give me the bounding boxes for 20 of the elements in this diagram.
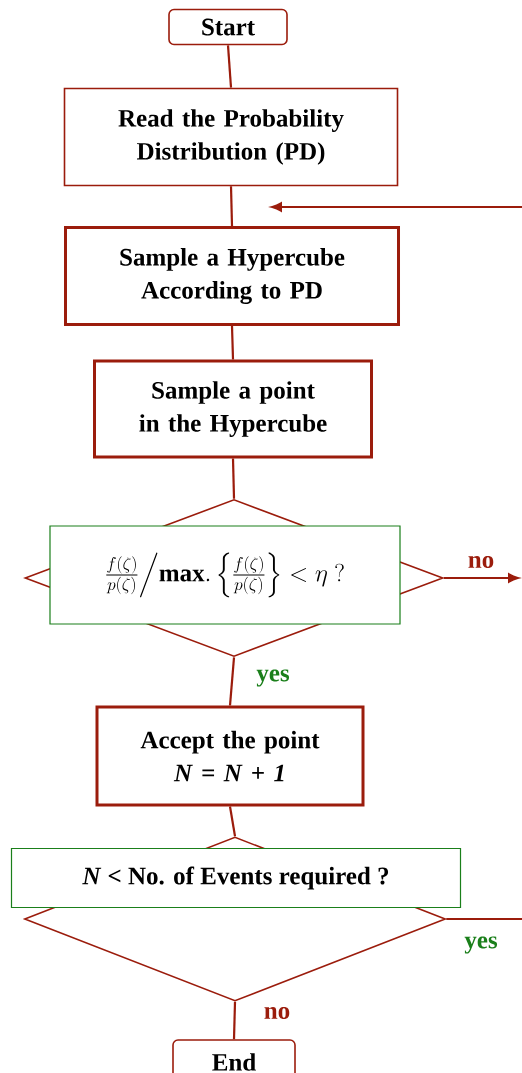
process-box: Sample a point in the Hypercube bbox=[93, 359, 373, 459]
connector bbox=[230, 325, 235, 360]
terminal-box: End bbox=[172, 1039, 296, 1073]
edge-label: yes bbox=[255, 668, 291, 688]
edge-label: yes bbox=[463, 935, 499, 955]
connector bbox=[228, 806, 237, 837]
process-box: Accept the point N = N + 1 bbox=[95, 705, 365, 807]
connector bbox=[446, 917, 522, 921]
edge-label: no bbox=[466, 555, 496, 569]
edge-label: no bbox=[262, 1006, 292, 1021]
connector bbox=[443, 573, 519, 583]
connector bbox=[231, 458, 236, 499]
connector bbox=[271, 202, 522, 212]
connector bbox=[226, 45, 233, 88]
connector bbox=[229, 186, 234, 227]
process-box: Sample a Hypercube According to PD bbox=[64, 226, 400, 326]
connector bbox=[228, 657, 236, 706]
process-box: Read the Probability Distribution (PD) bbox=[63, 87, 399, 187]
connector bbox=[232, 1001, 237, 1040]
terminal-box: Start bbox=[168, 8, 288, 46]
